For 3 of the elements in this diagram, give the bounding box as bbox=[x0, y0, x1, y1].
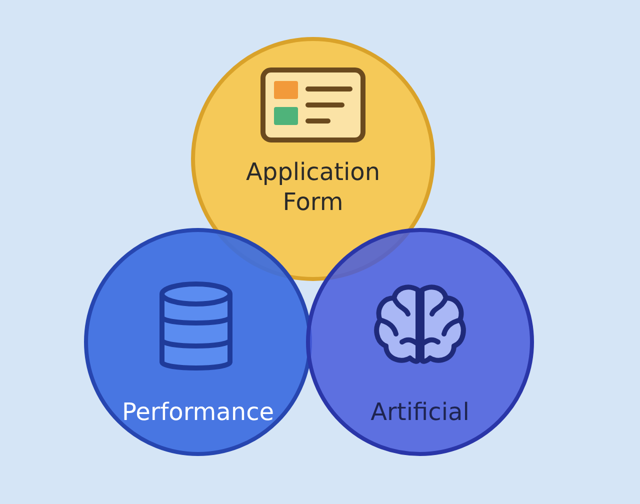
circle-label: Artificial bbox=[370, 397, 470, 427]
circle-label: Application Form bbox=[244, 157, 382, 217]
circle-label: Performance bbox=[122, 397, 274, 427]
